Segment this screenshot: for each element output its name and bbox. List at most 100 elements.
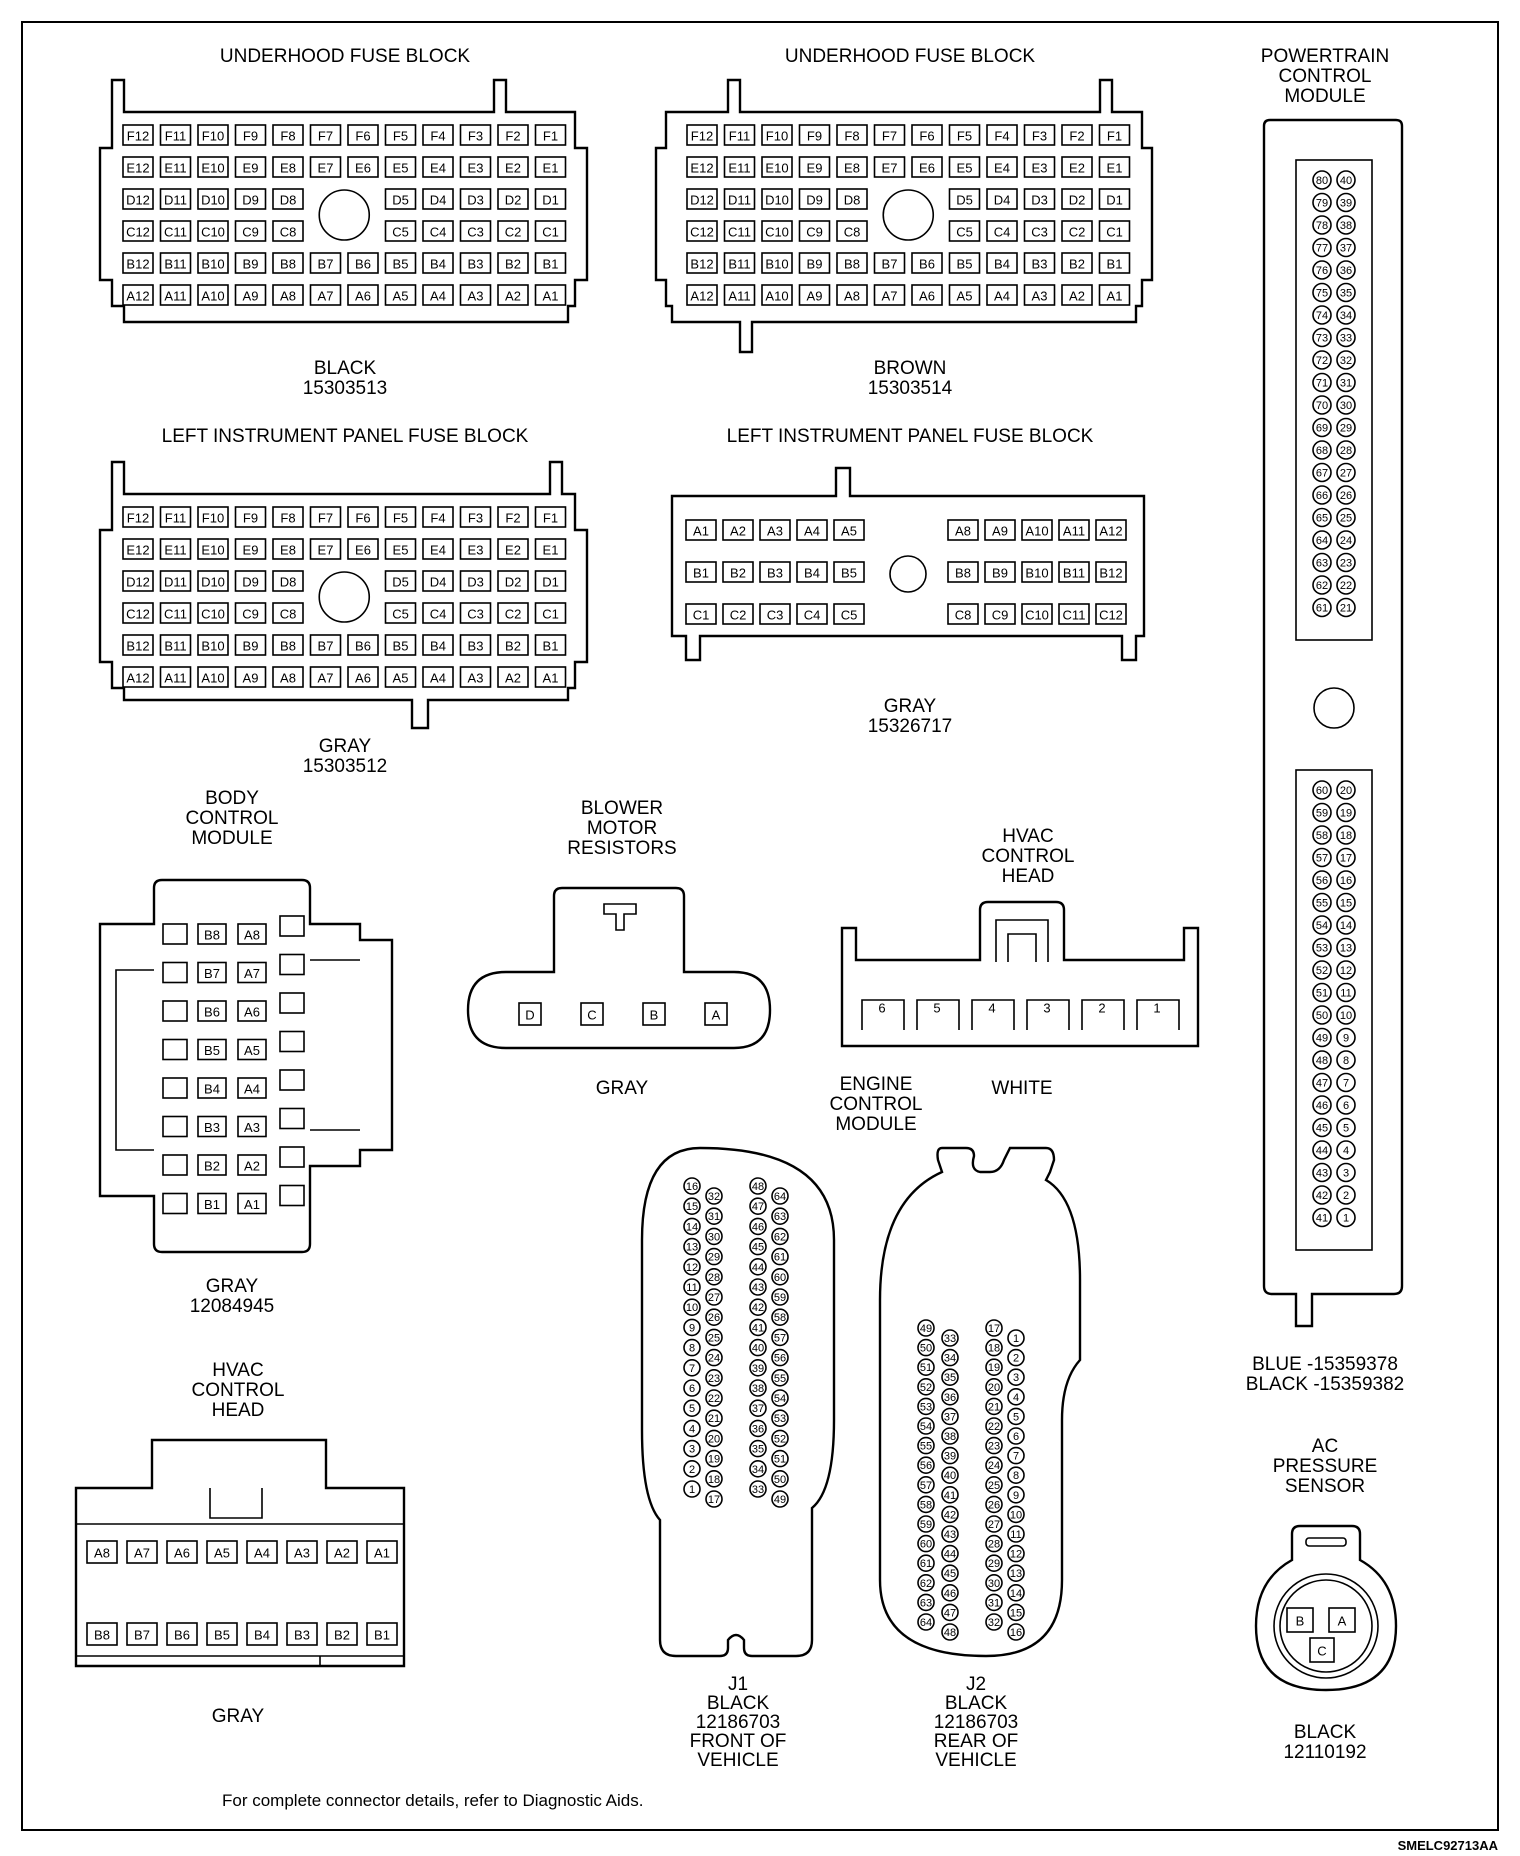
svg-text:B5: B5 bbox=[841, 566, 857, 581]
svg-text:62: 62 bbox=[774, 1231, 786, 1243]
pin-31: 31 bbox=[985, 1593, 1003, 1612]
pin-62: 62 bbox=[771, 1227, 789, 1246]
pin-5: 5 bbox=[1007, 1407, 1025, 1426]
svg-text:E2: E2 bbox=[505, 543, 521, 558]
pin-C2: C2 bbox=[722, 603, 754, 625]
pin-50: 50 bbox=[917, 1338, 935, 1357]
pin-58: 58 bbox=[771, 1308, 789, 1326]
svg-text:E4: E4 bbox=[430, 161, 446, 176]
svg-text:E6: E6 bbox=[355, 161, 371, 176]
svg-text:D12: D12 bbox=[690, 193, 714, 208]
svg-text:B12: B12 bbox=[126, 639, 149, 654]
pin-B6: B6 bbox=[197, 1000, 227, 1022]
pin-A7: A7 bbox=[873, 284, 906, 306]
svg-text:D4: D4 bbox=[430, 193, 447, 208]
svg-text:A1: A1 bbox=[543, 289, 559, 304]
svg-text:14: 14 bbox=[686, 1221, 698, 1233]
uh-brown-part: 15303514 bbox=[868, 378, 953, 399]
pin-B1: B1 bbox=[1098, 252, 1131, 274]
svg-text:46: 46 bbox=[752, 1221, 764, 1233]
pin-E4: E4 bbox=[986, 156, 1018, 178]
pin-D1: D1 bbox=[1098, 188, 1131, 210]
pin-4: 4 bbox=[683, 1419, 701, 1438]
pin-C11: C11 bbox=[159, 602, 192, 624]
svg-text:40: 40 bbox=[944, 1470, 956, 1482]
pin-70: 70 bbox=[1312, 395, 1332, 415]
svg-text:A6: A6 bbox=[355, 289, 371, 304]
pin-55: 55 bbox=[917, 1436, 935, 1455]
svg-text:A10: A10 bbox=[765, 289, 788, 304]
svg-text:5: 5 bbox=[689, 1403, 695, 1415]
pin-F6: F6 bbox=[347, 124, 379, 146]
svg-text:64: 64 bbox=[920, 1617, 932, 1629]
svg-text:B5: B5 bbox=[204, 1043, 220, 1058]
j2-line-1: J2 bbox=[966, 1674, 986, 1695]
pin-F12: F12 bbox=[122, 124, 154, 146]
pin-21: 21 bbox=[705, 1409, 723, 1427]
pin-6: 6 bbox=[1336, 1095, 1356, 1115]
pin-75: 75 bbox=[1312, 282, 1332, 303]
pin-F1: F1 bbox=[534, 124, 567, 146]
pin-A10: A10 bbox=[197, 666, 229, 688]
pin-E1: E1 bbox=[534, 538, 567, 560]
pin-A12: A12 bbox=[686, 284, 718, 306]
pin-C9: C9 bbox=[234, 602, 267, 624]
svg-text:F12: F12 bbox=[127, 129, 149, 144]
svg-text:23: 23 bbox=[988, 1441, 1000, 1453]
svg-text:F4: F4 bbox=[994, 129, 1009, 144]
svg-text:23: 23 bbox=[708, 1373, 720, 1385]
svg-text:E8: E8 bbox=[844, 161, 860, 176]
svg-text:9: 9 bbox=[1013, 1490, 1019, 1502]
svg-text:60: 60 bbox=[920, 1539, 932, 1551]
svg-text:30: 30 bbox=[708, 1231, 720, 1243]
pin-B3: B3 bbox=[197, 1115, 227, 1138]
pin-53: 53 bbox=[1312, 937, 1332, 958]
svg-text:B6: B6 bbox=[174, 1628, 190, 1643]
pin-A9: A9 bbox=[234, 666, 267, 688]
pin-26: 26 bbox=[705, 1308, 723, 1326]
svg-text:A4: A4 bbox=[994, 289, 1010, 304]
pin-5: 5 bbox=[1336, 1117, 1356, 1138]
pin-F9: F9 bbox=[234, 124, 267, 146]
svg-text:34: 34 bbox=[944, 1353, 956, 1365]
pin-D5: D5 bbox=[948, 188, 981, 210]
pin-46: 46 bbox=[749, 1217, 767, 1236]
svg-text:F7: F7 bbox=[318, 511, 333, 526]
svg-text:54: 54 bbox=[774, 1393, 786, 1405]
svg-text:B7: B7 bbox=[204, 966, 220, 981]
ecm-title-3: MODULE bbox=[835, 1114, 916, 1135]
svg-text:D11: D11 bbox=[164, 575, 187, 590]
page-frame bbox=[21, 21, 1499, 1831]
svg-text:C: C bbox=[587, 1008, 596, 1023]
svg-text:C1: C1 bbox=[542, 225, 559, 240]
svg-text:13: 13 bbox=[1340, 943, 1352, 955]
svg-text:7: 7 bbox=[1013, 1451, 1019, 1463]
svg-text:29: 29 bbox=[1340, 423, 1352, 435]
svg-text:B2: B2 bbox=[1069, 257, 1085, 272]
pin-A6: A6 bbox=[347, 284, 379, 306]
pin-A5: A5 bbox=[384, 284, 417, 306]
svg-text:1: 1 bbox=[689, 1484, 695, 1496]
svg-text:53: 53 bbox=[920, 1401, 932, 1413]
lip1-title: LEFT INSTRUMENT PANEL FUSE BLOCK bbox=[162, 426, 529, 447]
pin-A2: A2 bbox=[237, 1154, 267, 1176]
svg-text:F9: F9 bbox=[807, 129, 822, 144]
pin-4: 4 bbox=[1336, 1140, 1356, 1160]
svg-text:F8: F8 bbox=[844, 129, 859, 144]
pin-F6: F6 bbox=[911, 124, 943, 146]
svg-text:F6: F6 bbox=[919, 129, 934, 144]
pin-58: 58 bbox=[917, 1495, 935, 1514]
svg-text:B9: B9 bbox=[243, 257, 259, 272]
pin-60: 60 bbox=[1312, 780, 1332, 800]
pin-A5: A5 bbox=[206, 1540, 238, 1564]
pin-F9: F9 bbox=[798, 124, 831, 146]
svg-text:A7: A7 bbox=[318, 671, 334, 686]
svg-text:C8: C8 bbox=[844, 225, 861, 240]
svg-text:13: 13 bbox=[1010, 1568, 1022, 1580]
svg-text:59: 59 bbox=[1316, 808, 1328, 820]
svg-text:B10: B10 bbox=[765, 257, 788, 272]
pin-46: 46 bbox=[941, 1584, 959, 1602]
svg-text:B3: B3 bbox=[767, 566, 783, 581]
svg-text:8: 8 bbox=[1343, 1055, 1349, 1067]
